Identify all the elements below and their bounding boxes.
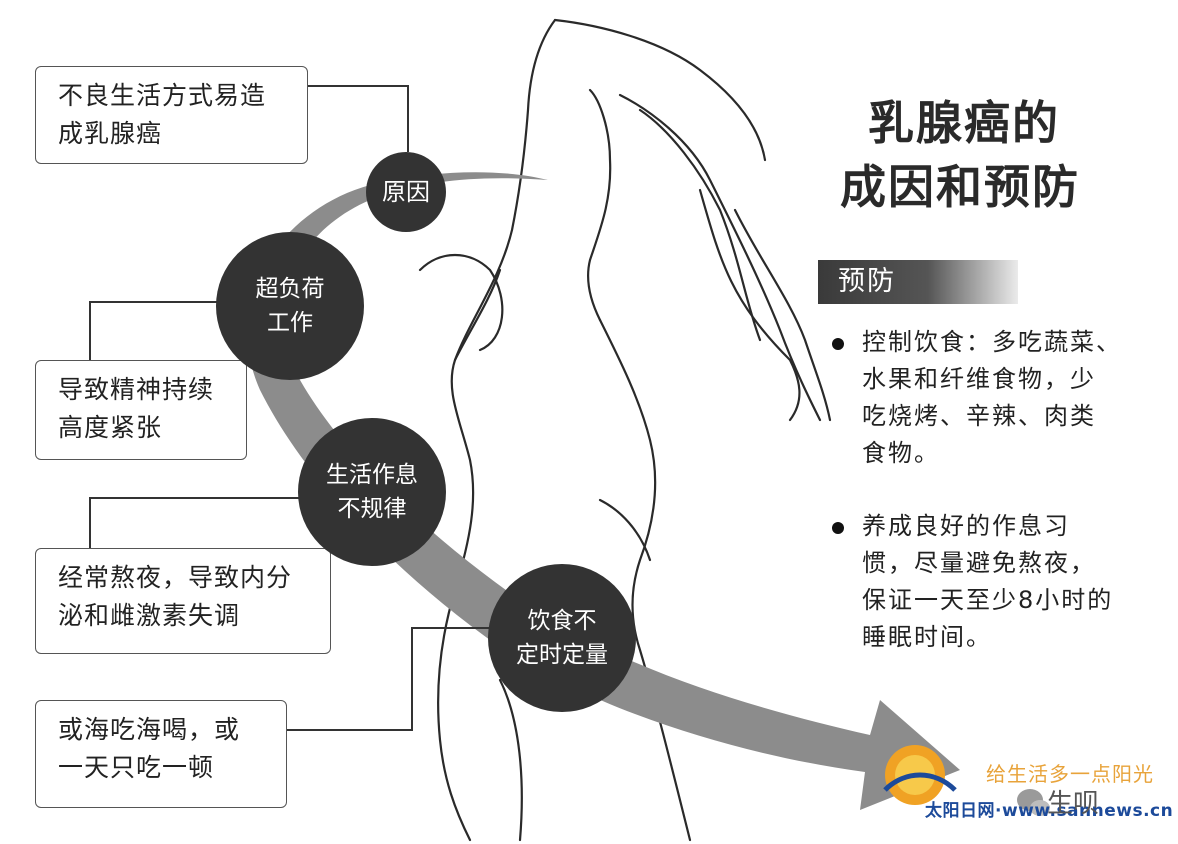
box-text: 导致精神持续: [58, 375, 215, 404]
box-text: 泌和雌激素失调: [58, 601, 241, 630]
circle-text: 不规律: [337, 496, 407, 522]
footer-slogan: 给生活多一点阳光: [986, 762, 1154, 786]
circle-text: 工作: [267, 310, 313, 336]
circle-overwork: 超负荷 工作: [216, 232, 364, 380]
box-text: 高度紧张: [58, 413, 163, 442]
bullet-dot: [832, 338, 844, 350]
bullet-line: 睡眠时间。: [862, 623, 992, 651]
bullet-line: 控制饮食：多吃蔬菜、: [862, 328, 1122, 356]
circle-text: 生活作息: [326, 462, 418, 488]
cause-box-stress: 导致精神持续 高度紧张: [35, 360, 247, 460]
circle-cause: 原因: [366, 152, 446, 232]
circle-text: 饮食不: [527, 608, 597, 634]
wechat-icon: [1017, 789, 1050, 816]
prevention-header: 预防: [818, 260, 1018, 304]
circle-irregular-schedule: 生活作息 不规律: [298, 418, 446, 566]
prevention-item-diet: 控制饮食：多吃蔬菜、 水果和纤维食物，少 吃烧烤、辛辣、肉类 食物。: [832, 324, 1142, 472]
box-text: 不良生活方式易造: [58, 81, 267, 110]
bullet-line: 食物。: [862, 439, 940, 467]
circle-text: 定时定量: [516, 642, 608, 668]
bullet-line: 保证一天至少8小时的: [862, 586, 1114, 614]
bullet-line: 养成良好的作息习: [862, 512, 1070, 540]
prevention-item-sleep: 养成良好的作息习 惯，尽量避免熬夜， 保证一天至少8小时的 睡眠时间。: [832, 508, 1142, 656]
circle-text: 超负荷: [255, 276, 325, 302]
cause-box-lifestyle: 不良生活方式易造 成乳腺癌: [35, 66, 308, 164]
connector-lines: [89, 85, 490, 731]
main-title-line1: 乳腺癌的: [868, 96, 1060, 150]
bullet-dot: [832, 522, 844, 534]
woman-outline: [418, 18, 832, 842]
bullet-line: 惯，尽量避免熬夜，: [862, 549, 1096, 577]
watermark: 生呗: [1047, 789, 1100, 819]
cause-box-hormone: 经常熬夜，导致内分 泌和雌激素失调: [35, 548, 331, 654]
box-text: 或海吃海喝，或: [58, 715, 241, 744]
box-text: 成乳腺癌: [58, 119, 163, 148]
box-text: 经常熬夜，导致内分: [58, 563, 293, 592]
circle-irregular-diet: 饮食不 定时定量: [488, 564, 636, 712]
box-text: 一天只吃一顿: [58, 753, 215, 782]
footer-site: 太阳日网·www.sannews.cn: [925, 801, 1174, 821]
bullet-line: 水果和纤维食物，少: [862, 365, 1096, 393]
prevention-header-text: 预防: [838, 266, 896, 297]
sun-logo-icon: [883, 745, 957, 805]
main-title-line2: 成因和预防: [840, 160, 1080, 214]
cause-box-diet: 或海吃海喝，或 一天只吃一顿: [35, 700, 287, 808]
circle-text: 原因: [382, 178, 430, 206]
bullet-line: 吃烧烤、辛辣、肉类: [862, 402, 1096, 430]
